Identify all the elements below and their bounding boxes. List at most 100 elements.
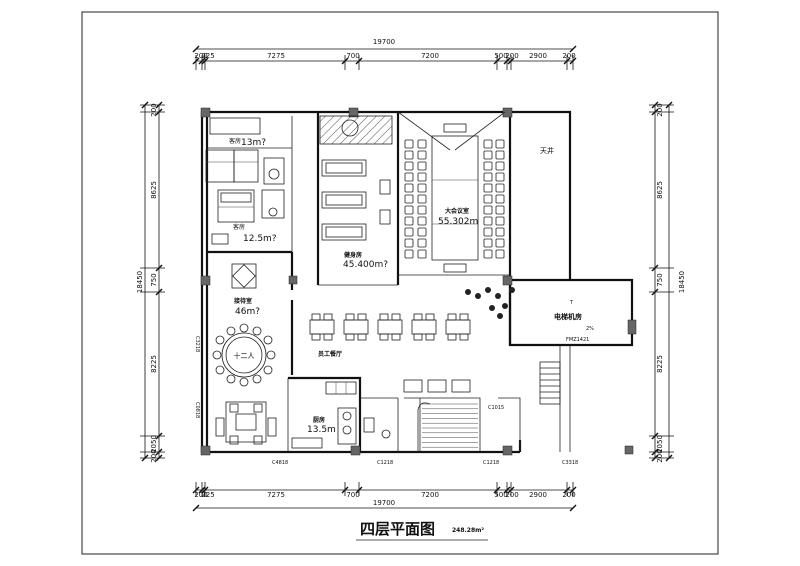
- canteen-chair: [391, 313, 401, 321]
- right-dimensions: 200 8625 750 18450 8225 2050 200: [649, 101, 686, 463]
- meeting-chair: [404, 238, 414, 248]
- dim-seg-500: 500: [494, 52, 507, 60]
- canteen-chair: [357, 333, 367, 341]
- meeting-chair: [495, 139, 505, 149]
- dim-total-top: 19700: [373, 38, 395, 46]
- guest-room-1-area: 13m?: [241, 138, 266, 148]
- canteen-table: [445, 319, 471, 335]
- window-c1218-b: C1218: [483, 460, 499, 466]
- ldim-8225: 8225: [150, 355, 158, 373]
- meeting-chair: [404, 194, 414, 204]
- dim-seg-225: 225: [201, 52, 214, 60]
- bdim-seg-7275: 7275: [267, 491, 285, 499]
- meeting-chair: [495, 183, 505, 193]
- reception-area: 46m?: [235, 307, 260, 317]
- ldim-200b: 200: [150, 449, 158, 462]
- bdim-seg-200a: 200: [194, 491, 207, 499]
- meeting-chair: [417, 249, 427, 259]
- meeting-chair: [495, 172, 505, 182]
- window-labels: C4818 C1218 C1218 C3318 C1015 C3218 C081…: [194, 336, 578, 466]
- canteen-chair: [425, 333, 435, 341]
- window-c0818: C0818: [194, 402, 200, 418]
- meeting-chair: [483, 194, 493, 204]
- meeting-chair: [495, 227, 505, 237]
- canteen-table: [427, 379, 447, 393]
- elevator-code: FMZ1421: [566, 337, 589, 343]
- kitchen-area: 13.5m: [307, 425, 336, 435]
- meeting-chair: [404, 183, 414, 193]
- canteen-label: 员工餐厅: [318, 350, 342, 358]
- plan-area: 248.28m²: [452, 527, 484, 534]
- elevator-slope: 2%: [586, 326, 594, 332]
- reception-name: 接待室: [233, 297, 252, 305]
- rdim-8225: 8225: [656, 355, 664, 373]
- gym-area: 45.400m?: [343, 260, 388, 270]
- bdim-seg-225: 225: [201, 491, 214, 499]
- canteen-chair: [425, 313, 435, 321]
- canteen-chair: [413, 333, 423, 341]
- ldim-750: 750: [150, 273, 158, 286]
- staff-canteen: 员工餐厅: [309, 313, 471, 393]
- bdim-seg-500: 500: [494, 491, 507, 499]
- canteen-chair: [459, 333, 469, 341]
- meeting-chair: [404, 139, 414, 149]
- meeting-chair: [417, 139, 427, 149]
- canteen-chair: [345, 313, 355, 321]
- ldim-18450: 18450: [136, 271, 144, 293]
- dim-total-bottom: 19700: [373, 499, 395, 507]
- rdim-8625: 8625: [656, 181, 664, 199]
- walls: [200, 110, 634, 454]
- canteen-table: [343, 319, 369, 335]
- meeting-chair: [483, 150, 493, 160]
- dim-seg-2900: 2900: [529, 52, 547, 60]
- meeting-chair: [483, 139, 493, 149]
- gym-room: 健身房 45.400m?: [319, 115, 393, 270]
- meeting-chair: [417, 216, 427, 226]
- canteen-table: [403, 379, 423, 393]
- meeting-chair: [495, 249, 505, 259]
- bdim-seg-2900: 2900: [529, 491, 547, 499]
- meeting-chair: [483, 227, 493, 237]
- guest-room-2: 客房 12.5m?: [211, 189, 285, 245]
- meeting-chair: [495, 150, 505, 160]
- canteen-chair: [357, 313, 367, 321]
- ldim-2050: 2050: [150, 435, 158, 453]
- meeting-name: 大会议室: [445, 207, 469, 215]
- dim-seg-7275: 7275: [267, 52, 285, 60]
- dim-seg-700: 700: [346, 52, 359, 60]
- meeting-chair: [417, 161, 427, 171]
- meeting-chair: [417, 183, 427, 193]
- dim-seg-200c: 200: [562, 52, 575, 60]
- guest-room-2-name: 客房: [233, 223, 245, 231]
- skywell-label: 天井: [540, 146, 554, 155]
- canteen-chair: [323, 313, 333, 321]
- meeting-chair: [417, 194, 427, 204]
- meeting-chair: [495, 238, 505, 248]
- window-c4818: C4818: [272, 460, 288, 466]
- top-dimensions: 19700 200 225 7275 700 7200 500 200 2900…: [192, 38, 577, 70]
- meeting-chair: [483, 161, 493, 171]
- canteen-chair: [379, 333, 389, 341]
- window-c3218: C3218: [194, 336, 200, 352]
- kitchen: 厨房 13.5m: [291, 381, 391, 449]
- meeting-chair: [404, 205, 414, 215]
- meeting-area: 55.302m: [438, 217, 478, 227]
- reception-room: 接待室 46m? 十二人: [212, 263, 277, 445]
- elevator-room: T 电梯机房 2% FMZ1421: [539, 300, 594, 405]
- canteen-table: [377, 319, 403, 335]
- meeting-chair: [483, 238, 493, 248]
- plan-title: 四层平面图: [360, 520, 435, 538]
- meeting-chair: [495, 216, 505, 226]
- plants: [465, 287, 515, 319]
- meeting-chair: [404, 216, 414, 226]
- kitchen-name: 厨房: [313, 416, 325, 424]
- meeting-chair: [417, 227, 427, 237]
- meeting-chair: [483, 205, 493, 215]
- plan-title-block: 四层平面图 248.28m²: [356, 520, 488, 541]
- dim-seg-7200: 7200: [421, 52, 439, 60]
- meeting-chair: [417, 205, 427, 215]
- window-c1218-a: C1218: [377, 460, 393, 466]
- ldim-200a: 200: [150, 103, 158, 116]
- guest-room-1-name: 客房: [229, 137, 241, 145]
